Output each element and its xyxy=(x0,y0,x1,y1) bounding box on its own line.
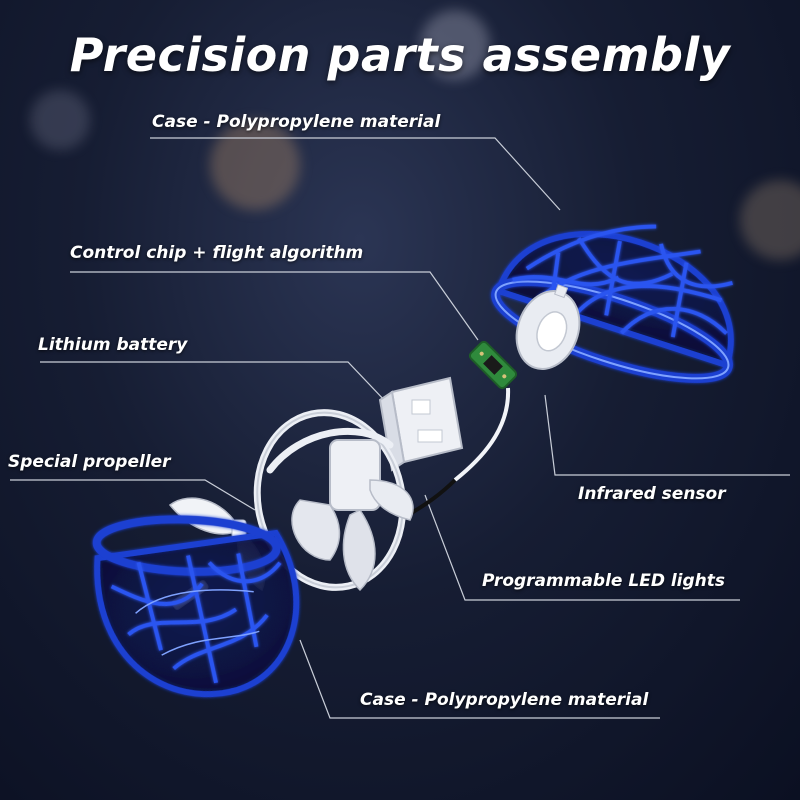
infrared-sensor-part xyxy=(515,284,581,370)
label-infrared-sensor: Infrared sensor xyxy=(578,484,726,504)
bokeh-light-1 xyxy=(210,120,300,210)
motor-housing-part xyxy=(291,439,414,592)
bokeh-light-4 xyxy=(740,180,800,260)
leader-line-propeller xyxy=(10,479,256,511)
leader-line-infrared xyxy=(544,394,790,476)
leader-line-control-chip xyxy=(70,271,479,341)
label-lithium-battery: Lithium battery xyxy=(38,335,188,355)
bokeh-light-3 xyxy=(420,10,490,80)
bokeh-light-2 xyxy=(30,90,90,150)
label-case-top: Case - Polypropylene material xyxy=(152,112,441,132)
lithium-battery-part xyxy=(378,376,464,472)
page-title: Precision parts assembly xyxy=(69,28,731,82)
label-control-chip: Control chip + flight algorithm xyxy=(70,243,364,263)
leader-lines xyxy=(10,137,790,719)
propeller-frame-part xyxy=(253,409,407,591)
leader-line-led xyxy=(424,494,740,601)
bottom-shell xyxy=(92,515,300,698)
led-wire-black xyxy=(406,478,457,517)
top-shell xyxy=(491,224,734,383)
leader-line-battery xyxy=(40,361,389,405)
label-special-propeller: Special propeller xyxy=(8,452,171,472)
leader-line-case-bottom xyxy=(299,639,660,719)
label-programmable-led: Programmable LED lights xyxy=(482,571,726,591)
led-wire-white xyxy=(453,387,511,482)
label-case-bottom: Case - Polypropylene material xyxy=(360,690,649,710)
control-chip-part xyxy=(468,340,518,390)
leader-line-case-top xyxy=(150,137,561,211)
